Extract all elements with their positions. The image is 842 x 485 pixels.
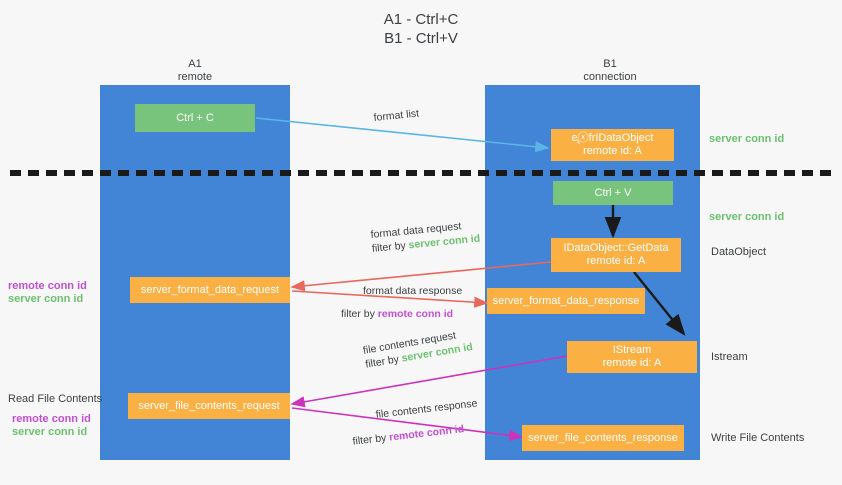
node-idataobject-getdata[interactable]: IDataObject::GetData remote id: A	[551, 238, 681, 272]
node-ctrl-c[interactable]: Ctrl + C	[135, 104, 255, 132]
edge-label-format-data-response-line1: format data response	[363, 285, 463, 297]
node-ctrl-v[interactable]: Ctrl + V	[553, 181, 673, 205]
node-server-file-contents-response[interactable]: server_file_contents_response	[522, 425, 684, 451]
annotation-right-server-conn-id-1: server conn id	[709, 133, 785, 145]
edge-label-fcres-prefix: filter by	[351, 431, 390, 448]
node-idataobject-label: e̢ⓧfrIDataObject	[571, 132, 654, 144]
annotation-istream: Istream	[711, 351, 748, 363]
page-title: A1 - Ctrl+C B1 - Ctrl+V	[383, 11, 459, 47]
node-server-format-data-response[interactable]: server_format_data_response	[487, 288, 645, 314]
node-server-file-contents-request-label: server_file_contents_request	[138, 399, 280, 412]
edge-label-file-contents-response-line1: file contents response	[375, 397, 478, 421]
phase-separator	[10, 170, 832, 176]
annotation-left-server-conn-id-2: server conn id	[12, 426, 88, 438]
node-idataobject-sublabel: remote id: A	[583, 145, 642, 157]
edge-label-file-contents-response: file contents response filter by remote …	[352, 396, 481, 447]
annotation-left-server-conn-id-1: server conn id	[8, 293, 84, 305]
node-idataobject[interactable]: e̢ⓧfrIDataObject remote id: A	[551, 129, 674, 161]
node-server-format-data-response-label: server_format_data_response	[492, 294, 640, 307]
edge-label-format-list: format list	[373, 107, 420, 124]
node-ctrl-c-label: Ctrl + C	[176, 111, 214, 124]
node-ctrl-v-label: Ctrl + V	[594, 186, 632, 199]
edge-label-fdres-prefix: filter by	[341, 308, 378, 320]
annotation-right-server-conn-id-2: server conn id	[709, 211, 785, 223]
edge-label-fcres-key: remote conn id	[388, 423, 465, 444]
annotation-dataobject: DataObject	[711, 246, 767, 258]
node-istream-sublabel: remote id: A	[602, 357, 662, 369]
node-idataobject-getdata-sublabel: remote id: A	[586, 255, 646, 267]
annotation-read-file-contents: Read File Contents	[8, 393, 103, 405]
edge-label-format-data-request: format data request filter by server con…	[370, 218, 481, 256]
lane-header-a1: A1 remote	[177, 58, 213, 83]
edge-label-file-contents-request: file contents request filter by server c…	[362, 326, 474, 372]
edge-label-fdres-key: remote conn id	[377, 308, 454, 320]
node-istream[interactable]: IStream remote id: A	[567, 341, 697, 373]
lane-header-b1: B1 connection	[583, 58, 637, 83]
annotation-left-remote-conn-id-1: remote conn id	[8, 280, 87, 292]
node-idataobject-getdata-label: IDataObject::GetData	[563, 242, 669, 254]
node-server-format-data-request[interactable]: server_format_data_request	[130, 277, 290, 303]
edge-label-file-contents-response-line2: filter by remote conn id	[352, 420, 481, 448]
node-server-file-contents-request[interactable]: server_file_contents_request	[128, 393, 290, 419]
node-server-format-data-request-label: server_format_data_request	[140, 283, 280, 296]
node-istream-label: IStream	[612, 344, 652, 356]
edge-label-format-data-response: format data response filter by remote co…	[341, 284, 463, 321]
node-server-file-contents-response-label: server_file_contents_response	[528, 431, 678, 444]
edge-label-format-data-response-line2: filter by remote conn id	[341, 307, 462, 321]
annotation-write-file-contents: Write File Contents	[711, 432, 805, 444]
edge-label-fdr-prefix: filter by	[371, 239, 410, 255]
annotation-left-remote-conn-id-2: remote conn id	[12, 413, 91, 425]
